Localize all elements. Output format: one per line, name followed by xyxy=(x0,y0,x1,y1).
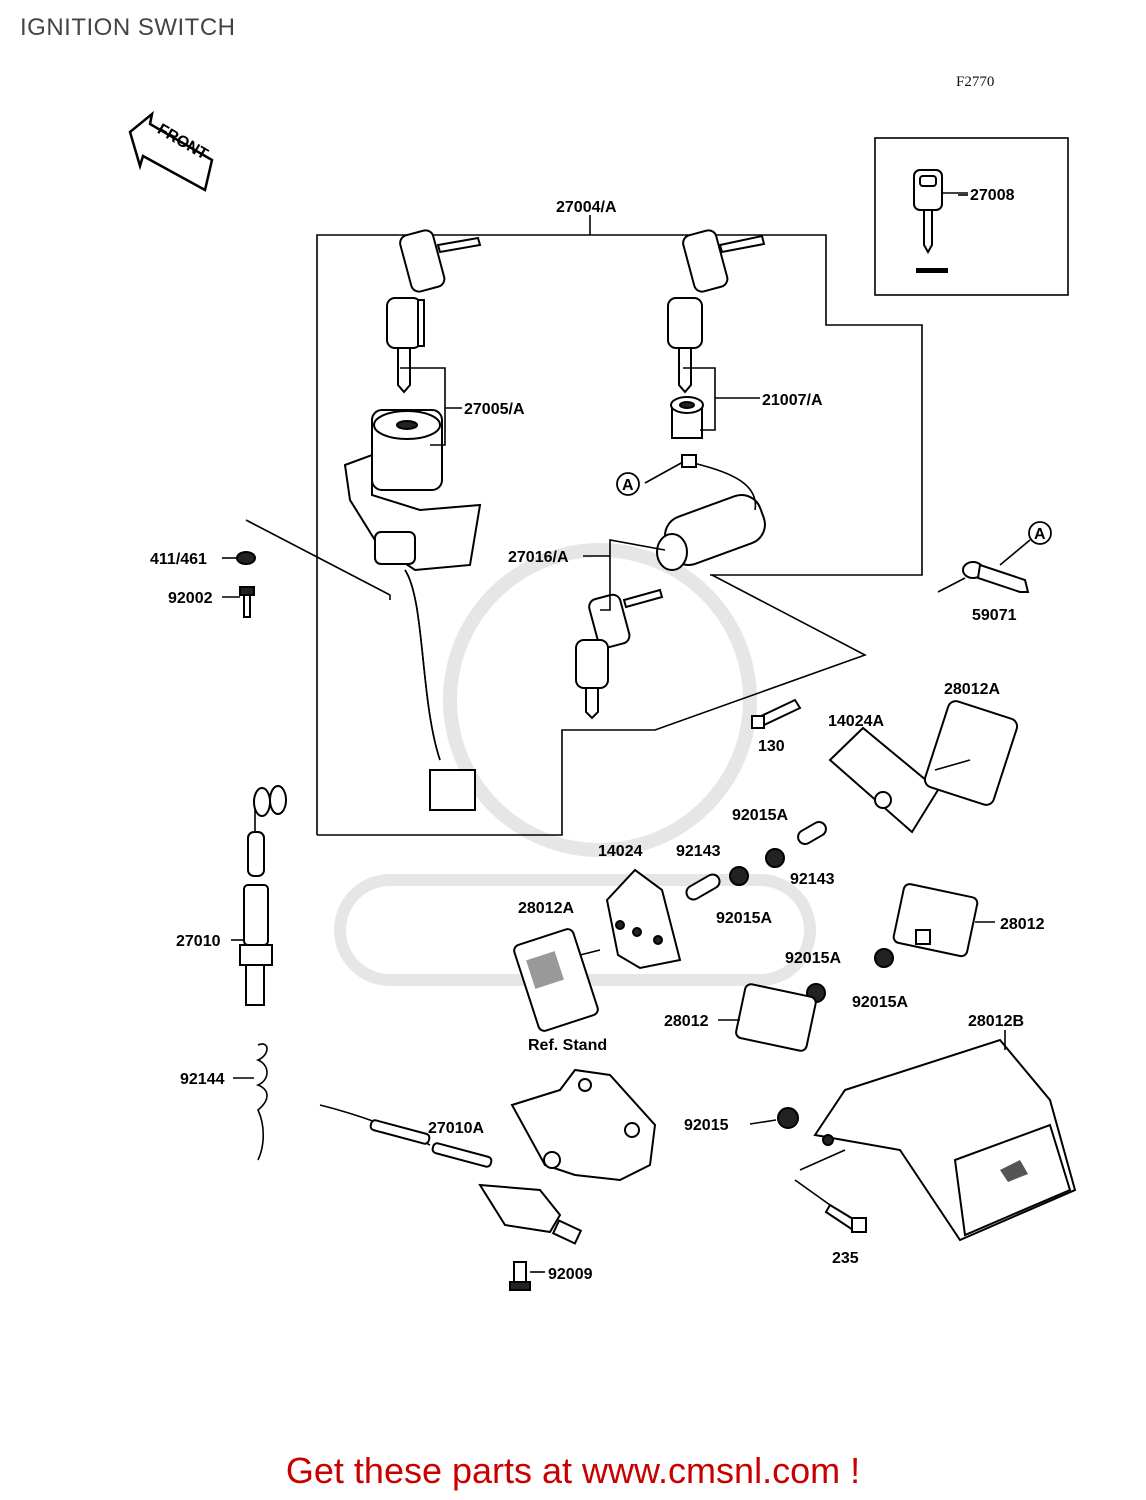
bolt-92002-icon xyxy=(239,586,255,618)
nut-92015a-2-icon xyxy=(729,866,749,886)
keys-27016a-icon xyxy=(575,588,664,720)
label-28012b: 28012B xyxy=(968,1013,1024,1030)
bracket-59071-icon xyxy=(937,561,1030,593)
label-92143-1: 92143 xyxy=(676,843,721,860)
spring-92144-icon xyxy=(255,1043,268,1161)
label-27004a: 27004/A xyxy=(556,199,617,216)
stand-bracket-icon xyxy=(510,1068,657,1182)
label-28012a-left: 28012A xyxy=(518,900,574,917)
bolt-130-icon xyxy=(751,698,802,729)
ref-a-1: A xyxy=(616,472,640,496)
nut-92015-icon xyxy=(777,1107,799,1129)
keys-21007a-icon xyxy=(667,229,766,394)
tail-light-28012b-icon xyxy=(813,1038,1077,1242)
label-27016a: 27016/A xyxy=(508,549,569,566)
cta-link[interactable]: Get these parts at www.cmsnl.com ! xyxy=(285,1450,861,1491)
washer-411-icon xyxy=(236,551,256,565)
parts-diagram: FRONT xyxy=(128,110,1077,1291)
switch-27010-icon xyxy=(239,785,287,1006)
label-92015: 92015 xyxy=(684,1117,729,1134)
nut-92015a-1-icon xyxy=(765,848,785,868)
keys-27005a-icon xyxy=(386,229,482,394)
label-92015a-3: 92015A xyxy=(785,950,841,967)
reflector-holder-14024a-icon xyxy=(828,726,940,834)
label-27010: 27010 xyxy=(176,933,221,950)
label-411-461: 411/461 xyxy=(150,551,207,568)
ref-a-2: A xyxy=(1028,521,1052,545)
label-27005a: 27005/A xyxy=(464,401,525,418)
page-title: IGNITION SWITCH xyxy=(20,14,236,41)
helmet-lock-icon xyxy=(656,454,766,571)
label-92015a-2: 92015A xyxy=(716,910,772,927)
spacer-92143-2-icon xyxy=(685,873,721,901)
label-130: 130 xyxy=(758,738,785,755)
bolt-92009-icon xyxy=(509,1261,531,1291)
label-14024a: 14024A xyxy=(828,713,884,730)
svg-text:A: A xyxy=(622,477,634,494)
nut-92015a-3-icon xyxy=(874,948,894,968)
label-92144: 92144 xyxy=(180,1071,225,1088)
reflector-28012-right-icon xyxy=(892,883,979,958)
reflector-28012-mid-icon xyxy=(735,983,817,1052)
label-28012-right: 28012 xyxy=(1000,916,1045,933)
reflector-28012a-left-icon xyxy=(513,928,601,1032)
spacer-92143-1-icon xyxy=(797,821,827,845)
lock-cylinder-icon xyxy=(670,396,704,439)
label-28012-mid: 28012 xyxy=(664,1013,709,1030)
front-arrow-icon: FRONT xyxy=(128,110,214,192)
label-21007a: 21007/A xyxy=(762,392,823,409)
label-14024: 14024 xyxy=(598,843,643,860)
switch-27010a-icon xyxy=(319,1104,583,1245)
diagram-code: F2770 xyxy=(956,74,995,90)
label-92015a-4: 92015A xyxy=(852,994,908,1011)
ignition-switch-icon xyxy=(343,409,482,811)
reflector-holder-14024-icon xyxy=(605,868,682,970)
svg-text:A: A xyxy=(1034,526,1046,543)
label-27008: 27008 xyxy=(970,187,1015,204)
leader-lines xyxy=(222,194,1031,1273)
reflector-28012a-top-icon xyxy=(923,700,1019,806)
label-92002: 92002 xyxy=(168,590,213,607)
label-92015a-1: 92015A xyxy=(732,807,788,824)
key-27008-inset xyxy=(874,137,1069,296)
label-59071: 59071 xyxy=(972,607,1017,624)
label-92143-2: 92143 xyxy=(790,871,835,888)
bolt-235-icon xyxy=(824,1203,867,1233)
label-92009: 92009 xyxy=(548,1266,593,1283)
label-ref-stand: Ref. Stand xyxy=(528,1037,607,1054)
label-235: 235 xyxy=(832,1250,859,1267)
label-27010a: 27010A xyxy=(428,1120,484,1137)
label-28012a-top: 28012A xyxy=(944,681,1000,698)
assembly-outline xyxy=(316,215,923,836)
